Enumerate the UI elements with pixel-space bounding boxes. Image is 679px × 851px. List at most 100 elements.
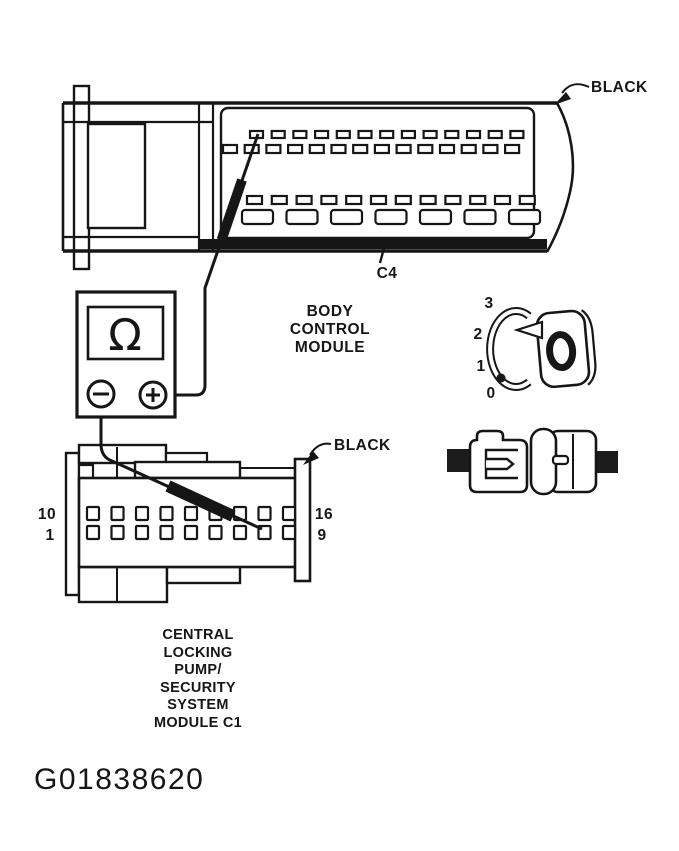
clp-pin-label-bottom-right: 9 bbox=[317, 527, 326, 544]
pin-cavity bbox=[295, 194, 313, 206]
pin-cavity bbox=[460, 143, 477, 155]
bcm-pin-field bbox=[219, 106, 536, 240]
clp-caption-line-3: PUMP/ bbox=[174, 662, 221, 678]
clp-connector-c1: 10 1 16 9 bbox=[38, 443, 333, 604]
bcm-black-leader bbox=[561, 83, 590, 94]
pin-cavity bbox=[518, 194, 536, 206]
pin-cavity bbox=[281, 524, 297, 541]
pin-cavity bbox=[418, 208, 453, 226]
clp-black-leader bbox=[309, 442, 332, 456]
pin-cavity bbox=[345, 194, 363, 206]
pin-cavity bbox=[265, 143, 282, 155]
pin-cavity bbox=[270, 194, 288, 206]
bcm-pin-row-4 bbox=[240, 208, 542, 226]
wire-stub-left bbox=[447, 449, 470, 472]
pin-cavity bbox=[232, 524, 248, 541]
meter-lead-negative bbox=[99, 408, 263, 531]
pin-cavity bbox=[159, 505, 174, 522]
pin-cavity bbox=[183, 524, 199, 541]
pin-cavity bbox=[292, 129, 308, 140]
pin-cavity bbox=[245, 194, 264, 206]
pin-cavity bbox=[444, 194, 462, 206]
pin-cavity bbox=[281, 505, 297, 522]
key-bow-3d-edge bbox=[580, 309, 597, 386]
latch-slot bbox=[551, 454, 570, 466]
pin-cavity bbox=[444, 129, 460, 140]
ohm-symbol: Ω bbox=[108, 310, 142, 361]
bcm-color-label: BLACK bbox=[591, 79, 648, 96]
c4-leader bbox=[378, 247, 386, 264]
clp-pin-row-bottom bbox=[85, 524, 297, 541]
bcm-break-edge bbox=[545, 102, 575, 253]
pin-cavity bbox=[221, 143, 239, 155]
clp-bottom-step bbox=[165, 565, 242, 585]
test-probe-negative bbox=[165, 480, 236, 522]
bcm-caption-line-2: CONTROL bbox=[290, 321, 370, 338]
lock-cylinder-ring-inner bbox=[488, 309, 531, 389]
pin-cavity bbox=[308, 143, 325, 155]
pin-cavity bbox=[110, 505, 125, 522]
pin-cavity bbox=[417, 143, 434, 155]
keyway-tongue bbox=[486, 457, 515, 471]
pin-cavity bbox=[465, 129, 482, 140]
pin-cavity bbox=[134, 505, 150, 522]
bcm-lock-lever bbox=[72, 84, 91, 271]
pin-cavity bbox=[509, 129, 525, 140]
test-probe-positive bbox=[216, 178, 247, 242]
clp-top-step bbox=[133, 460, 242, 480]
wire-stub-right bbox=[596, 451, 618, 473]
clp-side-bracket bbox=[64, 451, 81, 597]
key-blade-notch bbox=[513, 320, 544, 340]
clp-caption-line-6: MODULE C1 bbox=[154, 715, 242, 731]
bcm-caption-line-1: BODY bbox=[307, 303, 354, 320]
pin-cavity bbox=[373, 143, 390, 155]
pin-cavity bbox=[257, 505, 272, 522]
pin-cavity bbox=[240, 208, 275, 226]
key-ring-hole bbox=[546, 331, 577, 372]
pin-cavity bbox=[314, 129, 330, 140]
pin-cavity bbox=[329, 208, 364, 226]
clp-top-tab-a bbox=[77, 443, 168, 465]
clp-caption-line-1: CENTRAL bbox=[162, 627, 233, 643]
clp-pin-row-top bbox=[85, 505, 297, 522]
pin-cavity bbox=[285, 208, 319, 226]
pin-cavity bbox=[374, 208, 408, 226]
pin-cavity bbox=[85, 524, 101, 541]
bcm-seal-band bbox=[199, 239, 547, 249]
ohmmeter-display bbox=[86, 305, 165, 361]
ignition-position-1: 1 bbox=[476, 358, 485, 375]
pin-cavity bbox=[463, 208, 497, 226]
pin-cavity bbox=[320, 194, 338, 206]
key-head bbox=[535, 309, 597, 389]
clp-pin-label-bottom-left: 1 bbox=[45, 527, 54, 544]
bcm-connector-c4 bbox=[61, 84, 575, 271]
clp-bottom-tab-a bbox=[77, 565, 169, 604]
ignition-position-0: 0 bbox=[486, 385, 495, 402]
clp-color-label: BLACK bbox=[334, 437, 391, 454]
pin-cavity bbox=[395, 143, 412, 155]
pin-cavity bbox=[287, 143, 304, 155]
pin-cavity bbox=[394, 194, 412, 206]
pin-cavity bbox=[507, 208, 542, 226]
clp-caption-line-4: SECURITY bbox=[160, 680, 236, 696]
clp-black-arrowhead bbox=[303, 451, 319, 465]
ignition-position-3: 3 bbox=[484, 295, 493, 312]
pin-cavity bbox=[110, 524, 125, 541]
pin-cavity bbox=[369, 194, 388, 206]
pin-cavity bbox=[159, 524, 174, 541]
bcm-black-arrowhead bbox=[554, 92, 571, 105]
pin-cavity bbox=[469, 194, 487, 206]
pin-cavity bbox=[422, 129, 438, 140]
ohmmeter: Ω bbox=[75, 290, 177, 419]
pin-cavity bbox=[357, 129, 373, 140]
pin-cavity bbox=[330, 143, 347, 155]
pin-cavity bbox=[270, 129, 286, 140]
callouts: BLACK C4 BODY CONTROL MODULE BLACK CENTR… bbox=[34, 79, 648, 796]
plus-icon bbox=[146, 388, 160, 402]
pin-cavity bbox=[487, 129, 503, 140]
position-marker-dot bbox=[496, 373, 506, 383]
ohmmeter-leads bbox=[99, 133, 263, 531]
clp-pin-label-top-left: 10 bbox=[38, 506, 56, 523]
